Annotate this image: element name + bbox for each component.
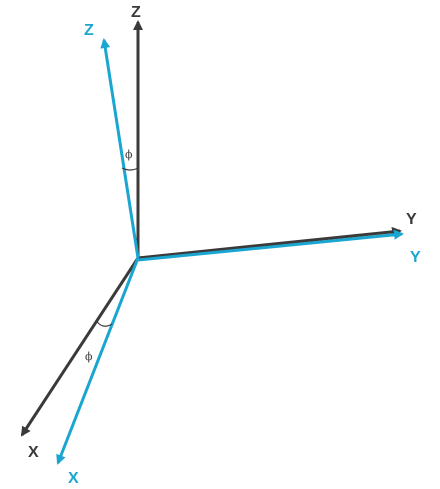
rotated-z-axis xyxy=(100,38,140,259)
angle-arc-x xyxy=(95,319,113,327)
rotated-y-axis xyxy=(137,229,404,262)
original-x-label: X xyxy=(28,444,39,461)
rotated-z-label: Z xyxy=(84,22,94,39)
rotated-frame xyxy=(56,38,404,465)
original-frame xyxy=(20,20,402,437)
rotated-y-label: Y xyxy=(410,249,421,266)
original-y-axis xyxy=(137,226,402,260)
original-z-label: Z xyxy=(131,4,141,21)
angle-label-x: ϕ xyxy=(85,350,93,363)
original-y-label: Y xyxy=(406,211,417,228)
original-x-axis xyxy=(20,257,140,437)
angle-label-z: ϕ xyxy=(125,148,133,161)
rotated-x-label: X xyxy=(68,470,79,487)
angle-arc-z xyxy=(121,167,139,171)
rotated-x-axis xyxy=(56,257,140,465)
